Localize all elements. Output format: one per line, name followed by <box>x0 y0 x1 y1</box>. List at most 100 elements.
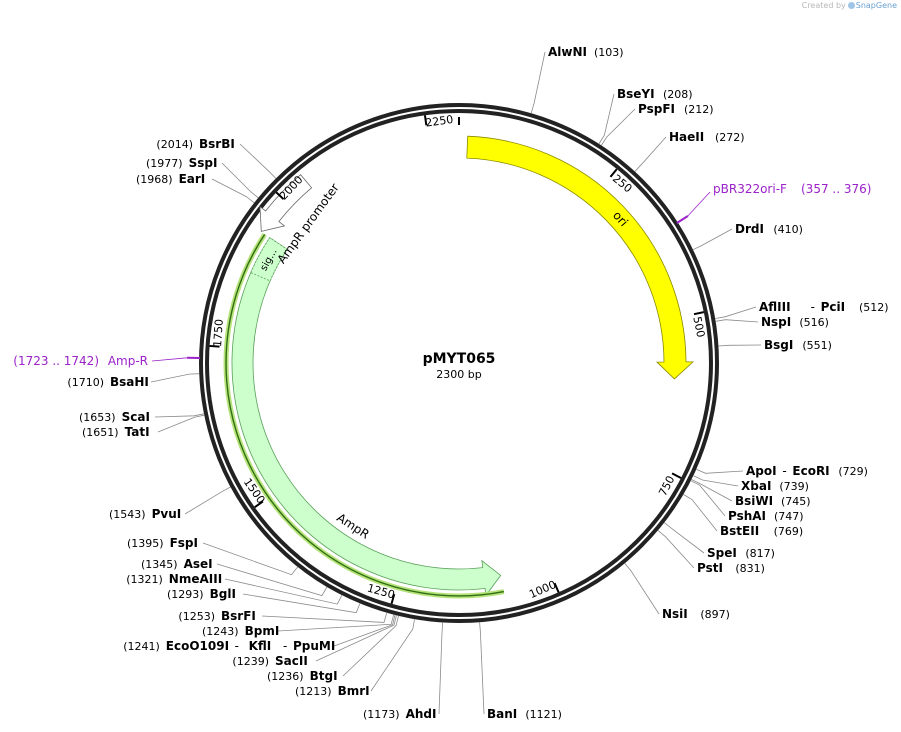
site-position: (897) <box>700 608 730 621</box>
site-leader <box>692 228 733 251</box>
feature-ampr-promoter <box>259 174 313 232</box>
primer-name: pBR322ori-F <box>713 182 787 196</box>
site-name: PstI <box>697 561 723 575</box>
site-bsahi: BsaHI(1710) <box>67 373 200 389</box>
ruler-tick <box>209 344 220 348</box>
site-name-2: KflI <box>249 639 272 653</box>
site-ecoo109i: PpuMI-KflI-EcoO109I(1241) <box>123 614 396 653</box>
site-name: BsiWI <box>735 494 773 508</box>
site-leader <box>157 414 205 433</box>
site-name: BtgI <box>310 669 338 683</box>
site-position: (831) <box>735 562 765 575</box>
site-leader <box>216 563 328 597</box>
site-leader <box>715 319 759 323</box>
site-position: (729) <box>838 465 868 478</box>
credit-text: Created by <box>801 1 846 10</box>
ampr-cds-line <box>225 234 505 597</box>
ampr-highlight <box>223 233 505 599</box>
site-bsteii: BstEII(769) <box>683 494 803 538</box>
site-ahdi: AhdI(1173) <box>363 622 444 721</box>
feature-ori <box>466 135 695 380</box>
site-leader <box>663 522 705 554</box>
site-position: (1653) <box>79 411 116 424</box>
site-bsrbi: BsrBI(2014) <box>156 137 277 179</box>
site-bpmi: BpmI(1243) <box>202 614 395 638</box>
site-name: ApoI <box>746 464 777 478</box>
site-bgli: BglI (1293) <box>167 587 361 614</box>
site-leader <box>150 373 200 383</box>
feature-ampr-signal-sequence <box>250 237 288 282</box>
site-name: NsiI <box>662 607 688 621</box>
site-position: (1293) <box>167 588 204 601</box>
site-name: AflIII <box>759 300 791 314</box>
site-leader <box>342 615 399 677</box>
site-name: BanI <box>487 707 517 721</box>
site-leader <box>370 619 415 692</box>
site-leader <box>315 615 397 662</box>
site-pshai: PshAI (747) <box>690 480 804 523</box>
site-name: BsaHI <box>110 375 149 389</box>
snapgene-logo-icon <box>847 2 855 9</box>
site-nmeaiii: NmeAIII(1321) <box>126 572 343 605</box>
site-position: (1651) <box>82 426 119 439</box>
site-position: (1243) <box>202 625 239 638</box>
ruler-label: 500 <box>690 315 707 338</box>
site-position: (1236) <box>267 670 304 683</box>
site-tati: TatI(1651) <box>82 414 205 439</box>
site-leader <box>657 530 695 569</box>
site-position: (1345) <box>141 558 178 571</box>
site-leader <box>221 162 259 199</box>
site-position: (272) <box>715 131 745 144</box>
ruler-tick <box>390 593 396 604</box>
ruler-tick <box>423 115 428 126</box>
site-name: BsgI <box>764 338 793 352</box>
site-bmri: BmrI(1213) <box>295 619 415 698</box>
site-name: PshAI <box>728 509 766 523</box>
site-leader <box>530 51 546 114</box>
site-leader <box>690 480 726 517</box>
site-dash: - <box>782 464 786 478</box>
site-position: (1121) <box>525 708 562 721</box>
site-name: XbaI <box>741 479 771 493</box>
sites-layer: AlwNI(103)BseYI(208)PspFI(212)HaeII(272)… <box>67 45 888 721</box>
site-position: (212) <box>684 103 714 116</box>
site-name: NspI <box>761 315 791 329</box>
site-name: DrdI <box>735 222 764 236</box>
site-position: (1213) <box>295 685 332 698</box>
site-psti: PstI (831) <box>657 530 765 575</box>
site-leader <box>242 593 361 614</box>
credit-brand: SnapGene <box>855 1 897 10</box>
site-leader <box>202 542 299 576</box>
site-bsiwi: BsiWI(745) <box>691 479 811 508</box>
site-position: (739) <box>779 480 809 493</box>
site-leader <box>598 93 615 145</box>
site-position: (769) <box>774 525 804 538</box>
primer-mark <box>676 215 689 224</box>
site-afliii: AflIII-PciI(512) <box>715 300 889 319</box>
primer-range: (1723 .. 1742) <box>13 354 99 368</box>
ruler-tick <box>553 582 560 593</box>
primer-name: Amp-R <box>108 354 148 368</box>
site-position: (551) <box>802 339 832 352</box>
site-leader <box>154 413 205 418</box>
site-alwni: AlwNI(103) <box>530 45 624 114</box>
site-position: (103) <box>594 46 624 59</box>
site-name: EarI <box>179 172 206 186</box>
site-position: (1968) <box>136 173 173 186</box>
site-name: SspI <box>189 156 218 170</box>
site-dash: - <box>235 639 239 653</box>
backbone <box>199 103 719 623</box>
site-name: BglI <box>210 587 236 601</box>
site-name: PvuI <box>152 507 182 521</box>
ruler-tick <box>671 472 682 479</box>
site-name: NmeAIII <box>169 572 222 586</box>
site-name: HaeII <box>669 130 704 144</box>
primer-leader <box>151 357 188 362</box>
ruler-tick <box>254 500 264 508</box>
site-leader <box>261 612 388 623</box>
site-bseyi: BseYI(208) <box>598 87 693 145</box>
site-position: (747) <box>774 510 804 523</box>
site-leader <box>600 108 636 146</box>
ruler-tick <box>609 168 618 178</box>
